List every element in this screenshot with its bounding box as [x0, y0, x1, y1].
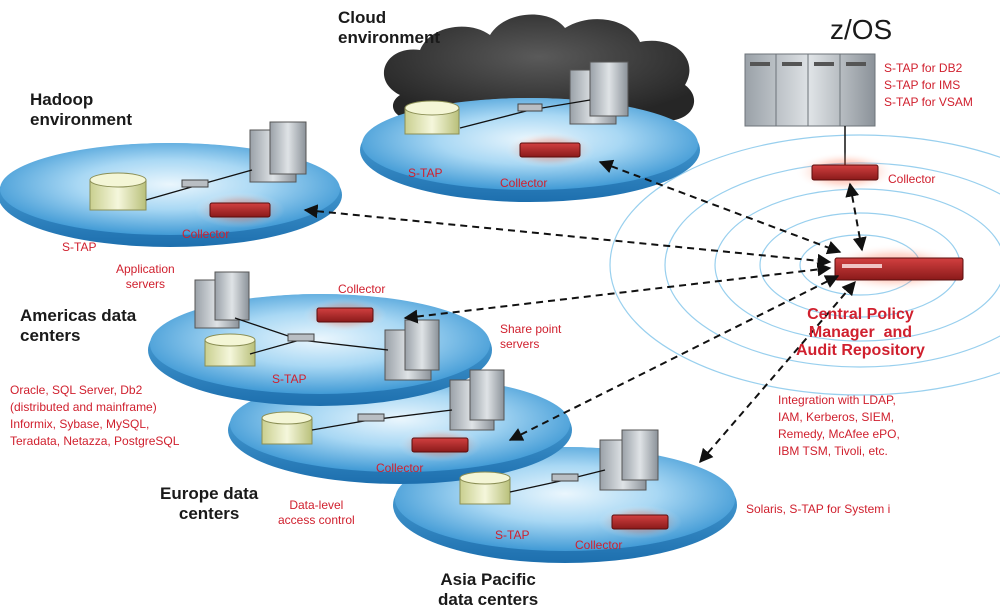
- collector-label-zos: Collector: [888, 172, 936, 186]
- solaris-label: Solaris, S-TAP for System i: [746, 502, 891, 516]
- hadoop-environment-heading: Hadoop environment: [30, 90, 133, 129]
- asia-pacific-heading: Asia Pacific data centers: [438, 570, 539, 609]
- database-icon: [204, 333, 256, 367]
- database-icon: [89, 172, 147, 211]
- europe-heading: Europe data centers: [160, 484, 259, 523]
- stap-label-cloud: S-TAP: [408, 166, 443, 180]
- collector-icon: [303, 298, 387, 332]
- zos-heading: z/OS: [830, 14, 893, 45]
- stap-label-hadoop: S-TAP: [62, 240, 97, 254]
- database-icon: [459, 471, 511, 505]
- server-icon: [384, 319, 440, 381]
- zos-stap-list: S-TAP for DB2 S-TAP for IMS S-TAP for VS…: [884, 61, 973, 109]
- server-icon: [449, 369, 505, 431]
- collector-icon: [398, 428, 482, 462]
- data-level-access-label: Data-level access control: [278, 498, 355, 527]
- collector-icon: [195, 192, 285, 228]
- switch-icon: [181, 103, 579, 482]
- americas-heading: Americas data centers: [20, 306, 137, 345]
- database-icon: [404, 100, 460, 135]
- collector-icon: [598, 505, 682, 539]
- dashed-arrows: [303, 159, 867, 464]
- database-icon: [261, 411, 313, 445]
- server-icon: [194, 271, 250, 329]
- collector-label-asia: Collector: [575, 538, 623, 552]
- collector-label-americas: Collector: [338, 282, 386, 296]
- collector-label-europe: Collector: [376, 461, 424, 475]
- collector-icon: [795, 152, 895, 192]
- application-servers-label: Application servers: [116, 262, 175, 291]
- stap-label-americas: S-TAP: [272, 372, 307, 386]
- central-policy-manager-label: Central Policy Manager and Audit Reposit…: [796, 306, 925, 359]
- supported-databases-list: Oracle, SQL Server, Db2 (distributed and…: [10, 383, 180, 448]
- central-manager-icon: [825, 244, 965, 292]
- integration-list: Integration with LDAP, IAM, Kerberos, SI…: [778, 393, 900, 458]
- mainframe-icon: [744, 53, 876, 127]
- collector-label-cloud: Collector: [500, 176, 548, 190]
- cloud-environment-heading: Cloud environment: [338, 8, 441, 47]
- collector-icon: [505, 132, 595, 168]
- server-icon: [249, 121, 307, 183]
- stap-label-asia: S-TAP: [495, 528, 530, 542]
- share-point-servers-label: Share point servers: [500, 322, 562, 351]
- collector-label-hadoop: Collector: [182, 227, 230, 241]
- server-icon: [569, 61, 629, 125]
